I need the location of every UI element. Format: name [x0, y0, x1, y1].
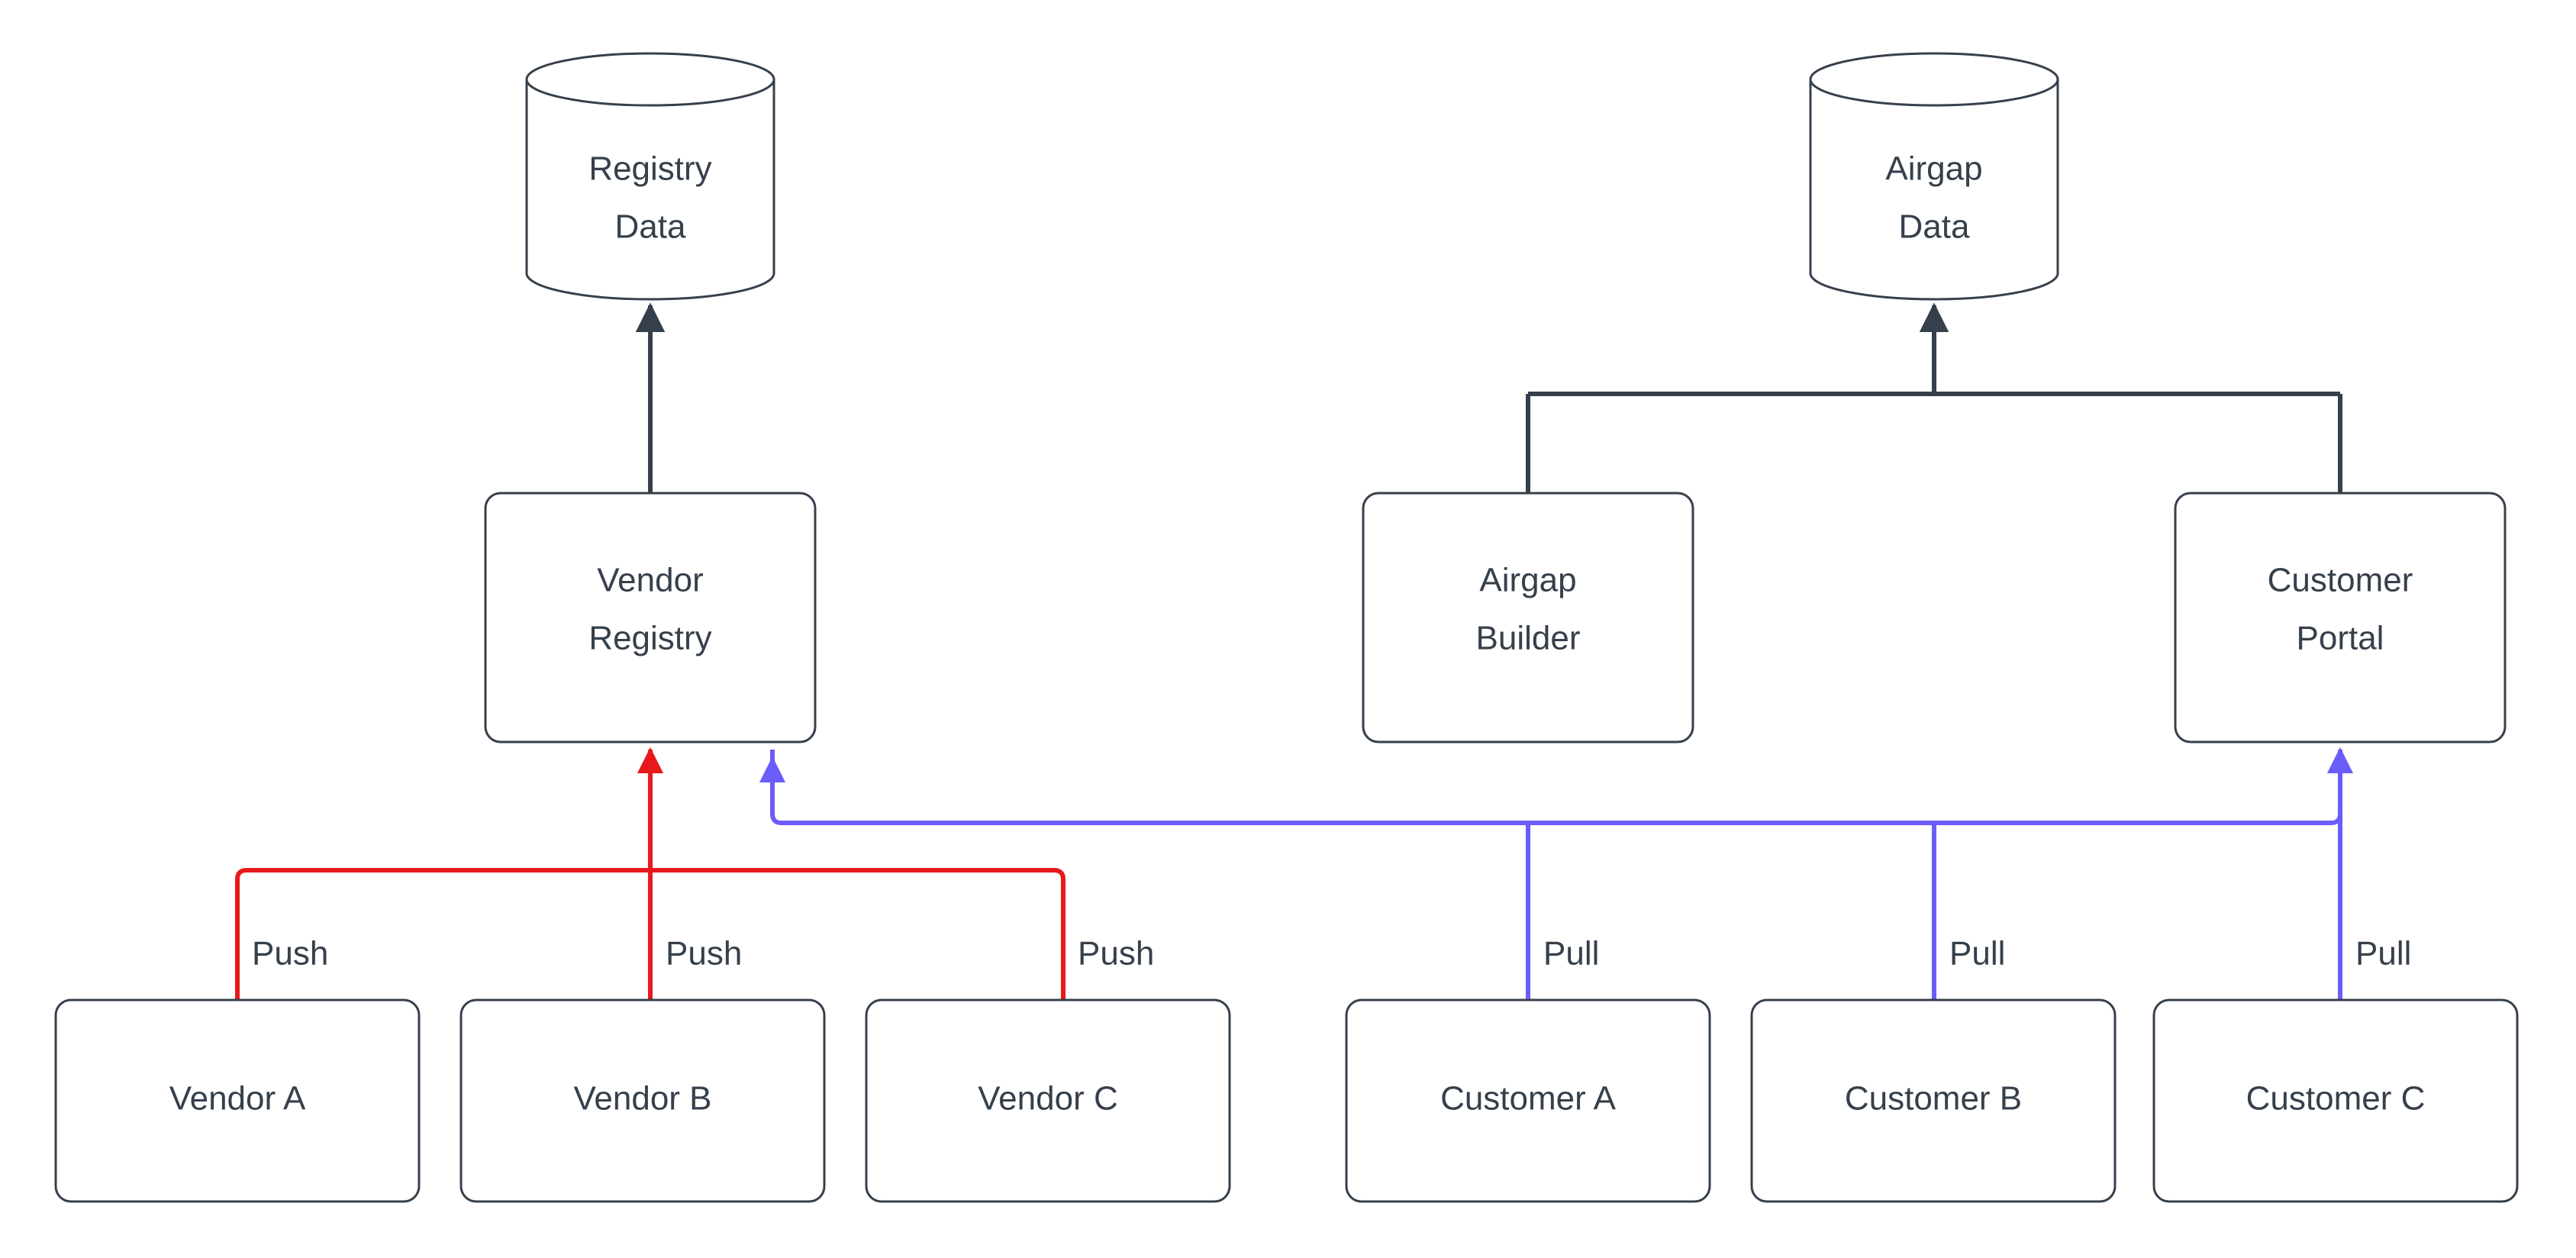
- node-box-airgap-builder: [1362, 492, 1694, 744]
- node-box-customer-c: [2152, 998, 2519, 1203]
- edge-label-push-vendor-c: Push: [1078, 935, 1154, 973]
- node-vendor-a[interactable]: Vendor A: [54, 998, 421, 1203]
- node-label-airgap-data-line1: Airgap: [1885, 150, 1982, 188]
- cylinder-top-registry-data: [525, 52, 775, 107]
- node-vendor-b[interactable]: Vendor B: [459, 998, 826, 1203]
- node-box-customer-portal: [2174, 492, 2507, 744]
- node-label-vendor-a: Vendor A: [169, 1080, 306, 1118]
- node-airgap-data[interactable]: Airgap Data: [1809, 52, 2059, 301]
- edge-pull-bus: [770, 750, 2342, 825]
- edge-label-pull-customer-a: Pull: [1543, 935, 1599, 973]
- node-customer-portal[interactable]: Customer Portal: [2174, 492, 2507, 744]
- node-label-airgap-builder-line2: Builder: [1476, 620, 1581, 657]
- node-label-registry-data-line2: Data: [615, 208, 686, 246]
- cylinder-body-airgap-data: [1809, 78, 2059, 301]
- node-box-vendor-registry: [484, 492, 817, 744]
- node-label-customer-portal-line2: Portal: [2297, 620, 2384, 657]
- node-label-registry-data-line1: Registry: [588, 150, 711, 188]
- node-customer-a[interactable]: Customer A: [1345, 998, 1711, 1203]
- node-label-airgap-data-line2: Data: [1899, 208, 1970, 246]
- node-label-vendor-registry-line1: Vendor: [597, 562, 703, 599]
- cylinder-body-registry-data: [525, 78, 775, 301]
- node-label-airgap-builder-line1: Airgap: [1479, 562, 1576, 599]
- node-box-customer-b: [1750, 998, 2117, 1203]
- node-customer-c[interactable]: Customer C: [2152, 998, 2519, 1203]
- node-registry-data[interactable]: Registry Data: [525, 52, 775, 301]
- node-label-vendor-registry-line2: Registry: [588, 620, 711, 657]
- node-box-vendor-b: [459, 998, 826, 1203]
- node-label-customer-b: Customer B: [1845, 1080, 2022, 1118]
- edge-label-pull-customer-c: Pull: [2355, 935, 2411, 973]
- node-vendor-registry[interactable]: Vendor Registry: [484, 492, 817, 744]
- node-vendor-c[interactable]: Vendor C: [865, 998, 1231, 1203]
- node-label-vendor-c: Vendor C: [978, 1080, 1117, 1118]
- node-airgap-builder[interactable]: Airgap Builder: [1362, 492, 1694, 744]
- node-box-customer-a: [1345, 998, 1711, 1203]
- edge-label-push-vendor-b: Push: [666, 935, 742, 973]
- node-label-customer-c: Customer C: [2246, 1080, 2426, 1118]
- node-box-vendor-c: [865, 998, 1231, 1203]
- node-customer-b[interactable]: Customer B: [1750, 998, 2117, 1203]
- cylinder-top-airgap-data: [1809, 52, 2059, 107]
- node-label-customer-a: Customer A: [1440, 1080, 1617, 1118]
- edge-label-pull-customer-b: Pull: [1949, 935, 2005, 973]
- node-box-vendor-a: [54, 998, 421, 1203]
- node-label-vendor-b: Vendor B: [573, 1080, 711, 1118]
- edge-label-push-vendor-a: Push: [252, 935, 328, 973]
- node-label-customer-portal-line1: Customer: [2268, 562, 2413, 599]
